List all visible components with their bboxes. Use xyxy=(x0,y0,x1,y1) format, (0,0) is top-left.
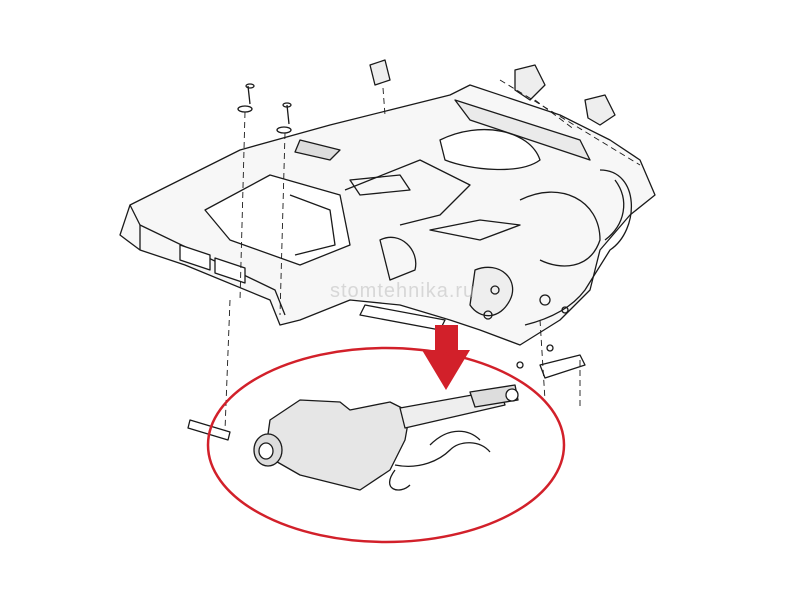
watermark: stomtehnika.ru xyxy=(330,280,476,302)
highlight-ellipse xyxy=(206,346,566,544)
bracket-part-1 xyxy=(514,64,546,101)
link-plate xyxy=(516,344,586,379)
bolt-right xyxy=(276,102,292,134)
down-arrow-icon xyxy=(422,325,470,390)
chair-base-frame xyxy=(119,84,656,346)
bolt-left xyxy=(237,83,255,113)
bracket-part-2 xyxy=(584,94,616,126)
linear-actuator xyxy=(253,384,519,491)
clip-part xyxy=(369,59,391,86)
